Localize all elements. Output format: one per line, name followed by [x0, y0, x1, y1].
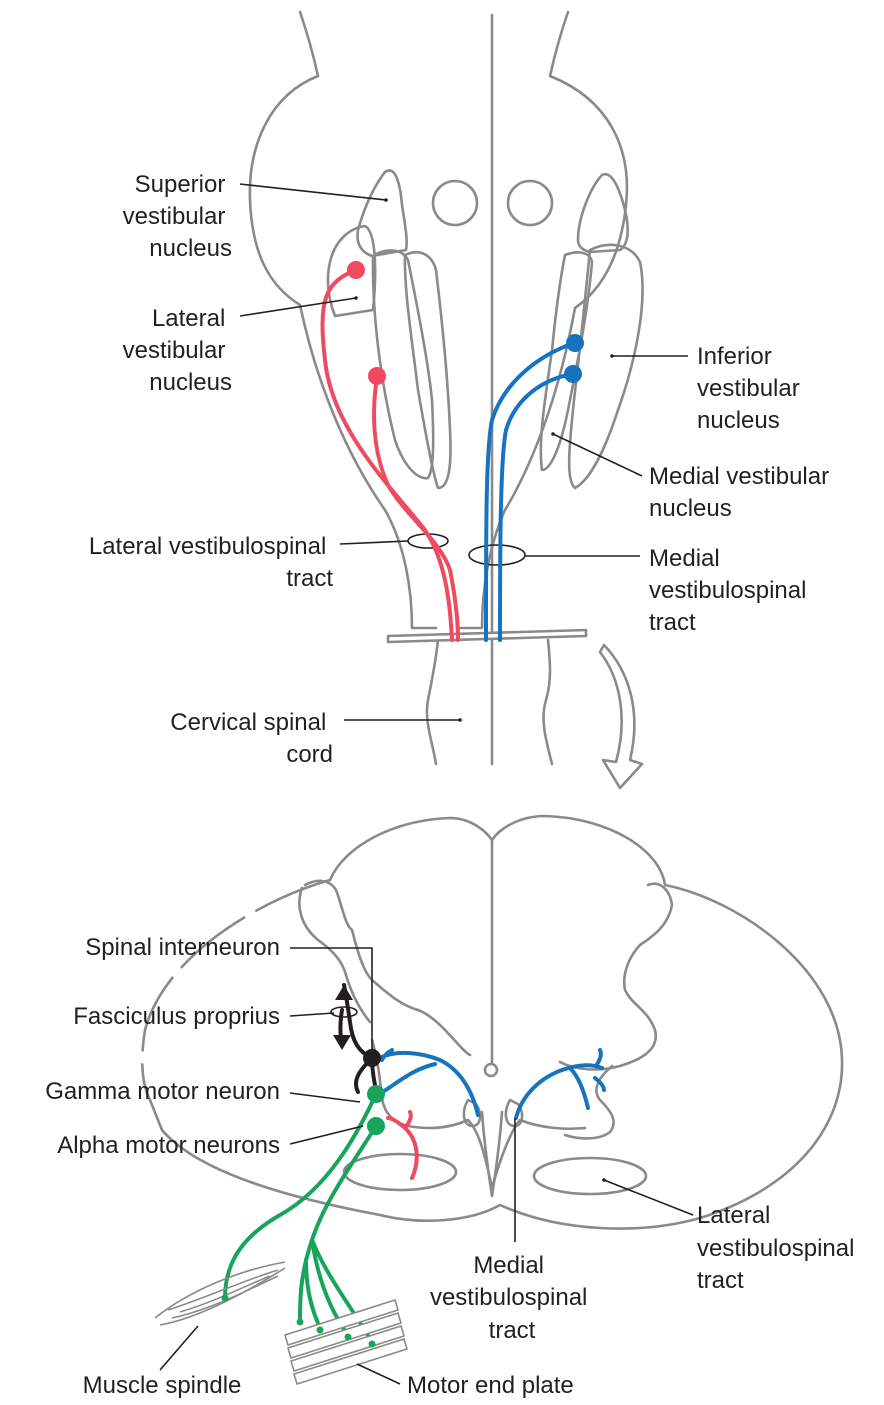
lateral-nucleus-cell-1 — [347, 261, 365, 279]
motor-end-plate-label: Motor end plate — [407, 1372, 574, 1399]
lateral-vestibulospinal-fibers — [320, 261, 460, 642]
lateral-tract-region-right — [532, 1156, 648, 1196]
medial-nucleus-cell-1 — [566, 334, 584, 352]
interneuron — [333, 983, 381, 1094]
ventral-fissure — [480, 1110, 504, 1198]
fasciculus-proprius-label: Fasciculus proprius — [73, 1003, 280, 1030]
superior-nucleus-right — [576, 172, 630, 254]
interneuron-cell — [363, 1049, 381, 1067]
superior-nucleus-label: Superior vestibular nucleus — [123, 171, 232, 262]
cord-outline-left — [140, 878, 332, 1102]
top-leaders — [239, 183, 688, 722]
section-arrow-icon — [598, 643, 644, 790]
lateral-nucleus-cell-2 — [368, 367, 386, 385]
muscle-spindle — [154, 1261, 286, 1326]
lateral-tract-terminals — [386, 1110, 419, 1180]
medial-tract-marker-top — [468, 544, 526, 566]
alpha-motor-neurons-label: Alpha motor neurons — [57, 1132, 280, 1159]
gamma-motor-neuron-cell — [367, 1085, 385, 1103]
gamma-motor-neuron-label: Gamma motor neuron — [45, 1078, 280, 1105]
grey-matter-left — [298, 879, 472, 1057]
motor-neurons — [223, 1085, 385, 1344]
lateral-nucleus-label: Lateral vestibular nucleus — [123, 305, 232, 396]
spinal-cord-section — [140, 814, 844, 1230]
spinal-interneuron-label: Spinal interneuron — [85, 934, 280, 961]
medial-tract-label-bottom: Medial vestibulospinal tract — [430, 1252, 594, 1344]
colliculus-left — [431, 179, 479, 227]
medial-nucleus-cell-2 — [564, 365, 582, 383]
bottom-leaders — [159, 947, 694, 1385]
central-canal — [483, 1062, 499, 1078]
inferior-nucleus-label: Inferior vestibular nucleus — [697, 343, 806, 434]
up-arrow-icon — [335, 985, 353, 1000]
brainstem-outline — [248, 10, 629, 630]
lateral-tract-label-bottom: Lateral vestibulospinal tract — [697, 1202, 861, 1294]
fasciculus-marker — [330, 1006, 358, 1018]
medial-nucleus-right — [539, 251, 594, 472]
medial-tract-region-left — [462, 1098, 482, 1128]
motor-end-plate — [284, 1298, 408, 1386]
grey-matter-right — [558, 882, 674, 1140]
inferior-nucleus-right — [567, 243, 644, 490]
medial-nucleus-left — [403, 250, 452, 490]
lateral-tract-label-top: Lateral vestibulospinal tract — [89, 533, 333, 592]
colliculus-right — [506, 179, 554, 227]
cervical-cord-left-edge — [425, 638, 440, 766]
inferior-nucleus-left — [371, 249, 435, 480]
medial-tract-label-top: Medial vestibulospinal tract — [649, 545, 813, 636]
cord-outline — [148, 814, 844, 1230]
lateral-tract-region-left — [342, 1152, 458, 1192]
muscle-spindle-label: Muscle spindle — [83, 1372, 242, 1399]
medial-nucleus-label: Medial vestibular nucleus — [649, 463, 836, 522]
cervical-cord-right-edge — [542, 638, 554, 766]
cervical-cord-label: Cervical spinal cord — [170, 709, 333, 768]
down-arrow-icon — [333, 1035, 351, 1050]
medial-vestibulospinal-fibers — [484, 334, 584, 642]
superior-nucleus-left — [356, 169, 408, 258]
brainstem — [248, 10, 644, 790]
alpha-motor-neuron-cell — [367, 1117, 385, 1135]
